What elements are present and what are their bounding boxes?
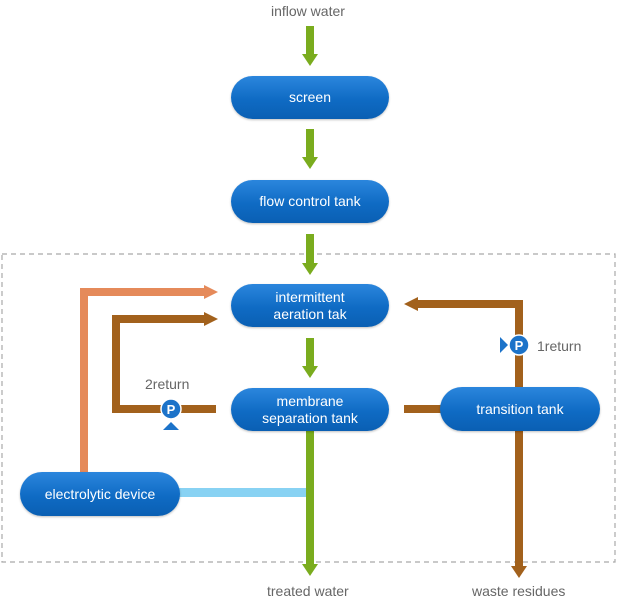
electrolytic-device-node: electrolytic device <box>20 472 180 516</box>
return-1-line <box>404 297 527 578</box>
screen-node: screen <box>231 76 389 119</box>
arrow-flow-control-to-aeration <box>302 234 318 275</box>
electrolytic-device-label: electrolytic device <box>44 485 156 502</box>
pump-1-letter: P <box>515 338 524 353</box>
arrow-screen-to-flow-control <box>302 129 318 169</box>
treated-water-label: treated water <box>267 583 349 599</box>
arrow-membrane-to-treated-water <box>302 431 318 576</box>
flow-control-tank-node: flow control tank <box>231 180 389 223</box>
inflow-water-label: inflow water <box>271 3 345 19</box>
aeration-tank-label: intermittent aeration tak <box>273 288 347 322</box>
pump-1-icon: P <box>500 334 530 356</box>
transition-tank-node: transition tank <box>440 387 600 431</box>
arrow-aeration-to-membrane <box>302 338 318 378</box>
arrow-inflow-to-screen <box>302 26 318 66</box>
electrolytic-link-line <box>178 488 306 497</box>
return-2-label: 2return <box>145 376 190 392</box>
aeration-tank-node: intermittent aeration tak <box>231 284 389 327</box>
electrolytic-return-line <box>80 285 218 472</box>
pump-2-letter: P <box>167 402 176 417</box>
return-2-line <box>112 312 218 413</box>
flow-control-tank-label: flow control tank <box>259 193 361 209</box>
screen-node-label: screen <box>288 89 332 105</box>
pump-2-icon: P <box>160 398 182 430</box>
return-1-label: 1return <box>537 338 582 354</box>
waste-residues-label: waste residues <box>472 583 566 599</box>
membrane-separation-tank-node: membrane separation tank <box>231 388 389 431</box>
membrane-separation-tank-label: membrane separation tank <box>262 392 358 426</box>
main-flow-arrows <box>302 26 318 576</box>
transition-tank-label: transition tank <box>476 400 564 417</box>
membrane-transition-link <box>404 405 441 413</box>
